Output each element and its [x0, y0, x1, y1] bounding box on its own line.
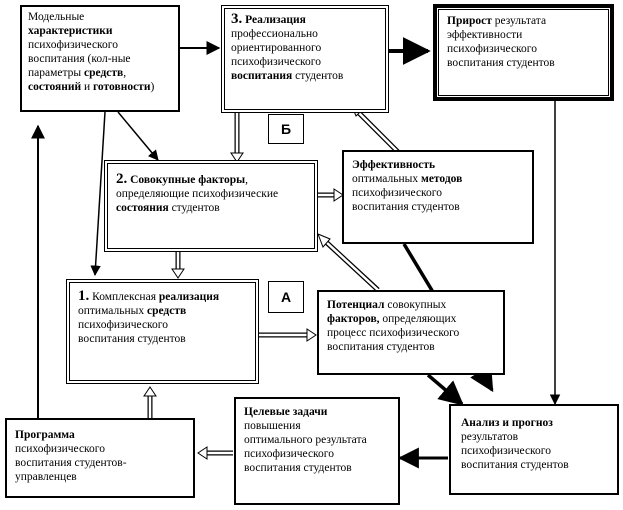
program-title: Программа — [15, 429, 75, 441]
model-states: состояний — [28, 81, 82, 93]
complex-realization: реализация — [158, 291, 220, 303]
model-line-6d: ) — [150, 81, 155, 93]
potential-factors: факторов, — [327, 313, 380, 325]
realization-line-3: ориентированного — [231, 42, 322, 54]
factors-box: 2. Совокупные факторы, определяющие псих… — [104, 160, 318, 252]
growth-line-3: психофизического — [447, 43, 537, 55]
tasks-line-4: психофизического — [244, 448, 334, 460]
realization-title: Реализация — [242, 14, 306, 26]
arrow-factors-to-complex — [171, 251, 185, 279]
potential-line-2: определяющих — [379, 313, 457, 325]
factors-line-3: студентов — [168, 202, 220, 214]
arrow-potential-to-factors — [317, 233, 380, 292]
program-line-2: психофизического — [15, 443, 105, 455]
complex-means: средств — [146, 305, 187, 317]
potential-line-3: процесс психофизического — [327, 327, 460, 339]
growth-line-1: результата — [491, 15, 547, 27]
complex-line-3: психофизического — [78, 319, 168, 331]
realization-line-5a: воспитания — [231, 70, 293, 82]
arrow-realization-to-factors — [230, 113, 244, 163]
model-means: средств — [84, 67, 124, 79]
efficiency-line-2a: оптимальных — [352, 173, 421, 185]
analysis-line-3: психофизического — [461, 445, 551, 457]
tasks-line-2: повышения — [244, 420, 301, 432]
model-line-2: характеристики — [28, 25, 113, 37]
target-tasks-box: Целевые задачи повышения оптимального ре… — [234, 397, 400, 505]
potential-line-1: совокупных — [384, 299, 447, 311]
analysis-title: Анализ и прогноз — [461, 417, 553, 429]
growth-title: Прирост — [447, 15, 492, 27]
model-readiness: готовности — [93, 81, 151, 93]
model-characteristics-box: Модельные характеристики психофизическог… — [20, 5, 180, 112]
efficiency-line-4: воспитания студентов — [352, 201, 460, 213]
analysis-line-4: воспитания студентов — [461, 459, 569, 471]
complex-line-4: воспитания студентов — [78, 333, 186, 345]
complex-line-2a: оптимальных — [78, 305, 147, 317]
model-line-5c: , — [123, 67, 127, 79]
tag-a: А — [268, 281, 304, 313]
efficiency-box: Эффективность оптимальных методов психоф… — [342, 150, 534, 244]
model-line-3: психофизического — [28, 39, 118, 51]
realization-box: 3. Реализация профессионально ориентиров… — [221, 5, 389, 113]
arrow-factors-to-efficiency — [317, 188, 344, 202]
realization-line-5b: студентов — [292, 70, 344, 82]
growth-box: Прирост результата эффективности психофи… — [433, 4, 614, 101]
growth-line-4: воспитания студентов — [447, 57, 555, 69]
program-line-3: воспитания студентов- — [15, 457, 127, 469]
growth-line-2: эффективности — [447, 29, 523, 41]
complex-line-1a: Комплексная — [89, 291, 159, 303]
tasks-line-5: воспитания студентов — [244, 462, 352, 474]
potential-box: Потенциал совокупных факторов, определяю… — [317, 290, 505, 375]
realization-line-2: профессионально — [231, 28, 318, 40]
efficiency-title: Эффективность — [352, 159, 436, 171]
arrow-model-to-complex — [90, 111, 106, 277]
factors-title: Совокупные факторы — [127, 174, 246, 186]
factors-line-2: определяющие психофизические — [116, 188, 279, 200]
potential-line-4: воспитания студентов — [327, 341, 435, 353]
arrow-tasks-to-program — [197, 446, 234, 460]
tasks-line-3: оптимального результата — [244, 434, 367, 446]
program-line-4: управленцев — [15, 471, 77, 483]
program-box: Программа психофизического воспитания ст… — [5, 418, 195, 498]
complex-realization-box: 1. Комплексная реализация оптимальных ср… — [66, 279, 259, 384]
arrow-model-to-factors — [117, 111, 159, 161]
arrow-complex-to-potential — [258, 328, 317, 342]
tasks-title: Целевые задачи — [244, 406, 328, 418]
factors-number: 2. — [116, 171, 128, 187]
tag-b: Б — [268, 114, 304, 144]
model-line-4: воспитания (кол-ные — [28, 53, 131, 65]
realization-line-4: психофизического — [231, 56, 321, 68]
factors-states: состояния — [116, 202, 169, 214]
analysis-box: Анализ и прогноз результатов психофизиче… — [449, 404, 619, 495]
factors-line-1: , — [245, 174, 249, 186]
model-line-1: Модельные — [28, 11, 85, 23]
realization-number: 3. — [231, 11, 243, 27]
efficiency-line-3: психофизического — [352, 187, 442, 199]
efficiency-methods: методов — [420, 173, 463, 185]
model-line-6b: и — [81, 81, 93, 93]
arrow-program-to-complex — [143, 386, 157, 419]
analysis-line-2: результатов — [461, 431, 519, 443]
complex-number: 1. — [78, 288, 90, 304]
arrow-potential-to-analysis — [426, 373, 464, 406]
potential-title: Потенциал — [327, 299, 385, 311]
model-line-5a: параметры — [28, 67, 85, 79]
